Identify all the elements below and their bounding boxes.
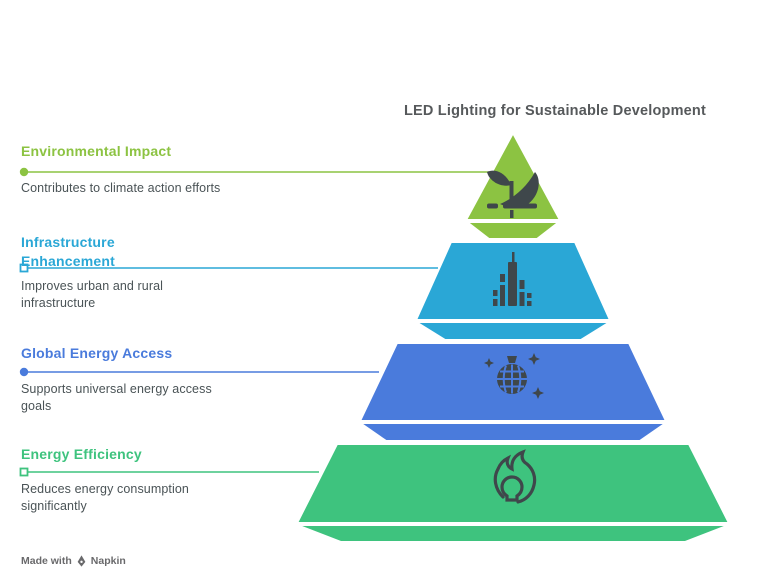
flame-bulb-icon [493,449,537,504]
page-title: LED Lighting for Sustainable Development [403,103,707,119]
level-label-environmental-impact: Environmental Impact [21,143,172,159]
circle-marker-icon [19,367,29,377]
connector-energy-efficiency [19,467,319,477]
circle-marker-icon [19,167,29,177]
level-label-infrastructure-enhancement: Infrastructure Enhancement [21,234,115,269]
watermark-prefix: Made with [21,555,72,567]
level-bottom-face [359,422,667,442]
level-bottom-face [296,524,730,543]
level-label-global-energy-access: Global Energy Access [21,345,173,361]
pyramid-level-energy-efficiency [296,443,730,543]
level-description-global-energy-access: Supports universal energy access goals [21,382,212,413]
pyramid-level-global-energy-access [359,342,667,442]
level-description-energy-efficiency: Reduces energy consumption significantly [21,482,189,513]
watermark: Made with Napkin [21,555,126,567]
level-label-energy-efficiency: Energy Efficiency [21,446,142,462]
level-description-environmental-impact: Contributes to climate action efforts [21,181,221,195]
watermark-brand: Napkin [90,555,126,567]
connector-global-energy-access [19,367,379,377]
globe-sparkles-icon [484,353,544,399]
connector-infrastructure-enhancement [19,263,438,273]
square-marker-icon [19,263,29,273]
level-bottom-face [415,321,611,341]
pen-nib-icon [77,555,86,567]
square-marker-icon [19,467,29,477]
level-description-infrastructure-enhancement: Improves urban and rural infrastructure [21,279,164,310]
city-skyline-icon [493,252,532,306]
pyramid-level-environmental-impact [465,132,561,240]
sprout-icon [487,170,539,218]
connector-environmental-impact [19,167,489,177]
level-bottom-face [466,221,560,240]
pyramid-level-infrastructure-enhancement [415,241,611,341]
level-main-face [296,443,730,524]
